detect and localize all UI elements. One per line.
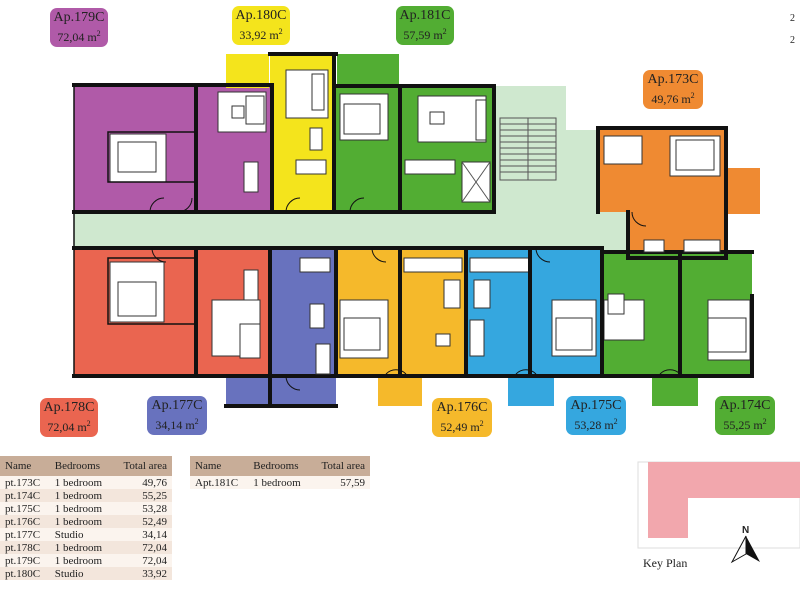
apartment-name: Ap.173C bbox=[647, 72, 699, 87]
stairs bbox=[461, 117, 557, 203]
table-header-row: Name Bedrooms Total area bbox=[190, 456, 370, 476]
desk bbox=[435, 333, 451, 347]
apartment-name: Ap.179C bbox=[53, 10, 105, 25]
sofa bbox=[245, 95, 265, 125]
apartment-area: 57,59 m bbox=[403, 28, 443, 42]
bed bbox=[343, 103, 381, 135]
sofa bbox=[315, 343, 331, 375]
table bbox=[309, 303, 325, 329]
edge-marks: 2 2 bbox=[790, 8, 795, 52]
label-178C: Ap.178C 72,04 m2 bbox=[40, 398, 98, 437]
sofa bbox=[683, 239, 721, 253]
apartment-area: 53,28 m bbox=[574, 418, 614, 432]
bed bbox=[555, 317, 593, 351]
key-plan bbox=[637, 461, 800, 564]
corridor-main bbox=[74, 210, 634, 252]
table bbox=[309, 127, 323, 151]
bed bbox=[117, 281, 157, 317]
apartment-name: Ap.178C bbox=[43, 400, 95, 415]
sofa bbox=[469, 319, 485, 357]
apartment-area: 52,49 m bbox=[440, 420, 480, 434]
key-plan-label: Key Plan bbox=[643, 556, 688, 570]
walls bbox=[72, 52, 754, 408]
apartment-area: 55,25 m bbox=[723, 418, 763, 432]
sofa bbox=[239, 323, 261, 359]
table bbox=[607, 293, 625, 315]
label-181C: Ap.181C 57,59 m2 bbox=[396, 6, 454, 45]
furniture bbox=[117, 73, 747, 375]
apartment-name: Ap.174C bbox=[719, 398, 771, 413]
apartment-name: Ap.175C bbox=[570, 398, 622, 413]
header-total-area: Total area bbox=[112, 456, 172, 476]
desk bbox=[231, 105, 245, 119]
table bbox=[243, 269, 259, 301]
header-name: Name bbox=[190, 456, 249, 476]
bed bbox=[117, 141, 157, 173]
table bbox=[643, 239, 665, 253]
apartment-name: Ap.177C bbox=[151, 398, 203, 413]
sofa bbox=[475, 99, 487, 141]
apartment-name: Ap.180C bbox=[235, 8, 287, 23]
apartment-name: Ap.176C bbox=[436, 400, 488, 415]
table-header-row: Name Bedrooms Total area bbox=[0, 456, 172, 476]
doors bbox=[149, 197, 681, 391]
label-177C: Ap.177C 34,14 m2 bbox=[147, 396, 207, 435]
label-180C: Ap.180C 33,92 m2 bbox=[232, 6, 290, 45]
sofa bbox=[311, 73, 325, 111]
header-bedrooms: Bedrooms bbox=[248, 456, 312, 476]
stairwell-area bbox=[494, 86, 566, 212]
apartment-name: Ap.181C bbox=[399, 8, 451, 23]
bed bbox=[343, 317, 381, 351]
edge-mark: 2 bbox=[790, 13, 795, 24]
label-179C: Ap.179C 72,04 m2 bbox=[50, 8, 108, 47]
desk bbox=[429, 111, 445, 125]
header-total-area: Total area bbox=[311, 456, 370, 476]
header-name: Name bbox=[0, 456, 50, 476]
table bbox=[243, 161, 259, 193]
apartment-area: 49,76 m bbox=[651, 92, 691, 106]
bed bbox=[707, 317, 747, 353]
table bbox=[443, 279, 461, 309]
stair-landing bbox=[560, 130, 600, 212]
label-174C: Ap.174C 55,25 m2 bbox=[715, 396, 775, 435]
north-label: N bbox=[742, 525, 750, 536]
label-173C: Ap.173C 49,76 m2 bbox=[643, 70, 703, 109]
corridor bbox=[74, 86, 634, 252]
table bbox=[473, 279, 491, 309]
north-arrow-outline bbox=[730, 535, 747, 564]
header-bedrooms: Bedrooms bbox=[49, 456, 113, 476]
apartment-177C bbox=[226, 248, 336, 406]
apartment-area: 72,04 m bbox=[47, 420, 87, 434]
north-arrow bbox=[746, 536, 760, 562]
key-plan-building bbox=[648, 462, 800, 538]
edge-mark: 2 bbox=[790, 35, 795, 46]
apartment-area: 72,04 m bbox=[57, 30, 97, 44]
bed bbox=[675, 139, 715, 171]
label-176C: Ap.176C 52,49 m2 bbox=[432, 398, 492, 437]
apartment-area: 34,14 m bbox=[155, 418, 195, 432]
label-175C: Ap.175C 53,28 m2 bbox=[566, 396, 626, 435]
apartment-area: 33,92 m bbox=[239, 28, 279, 42]
